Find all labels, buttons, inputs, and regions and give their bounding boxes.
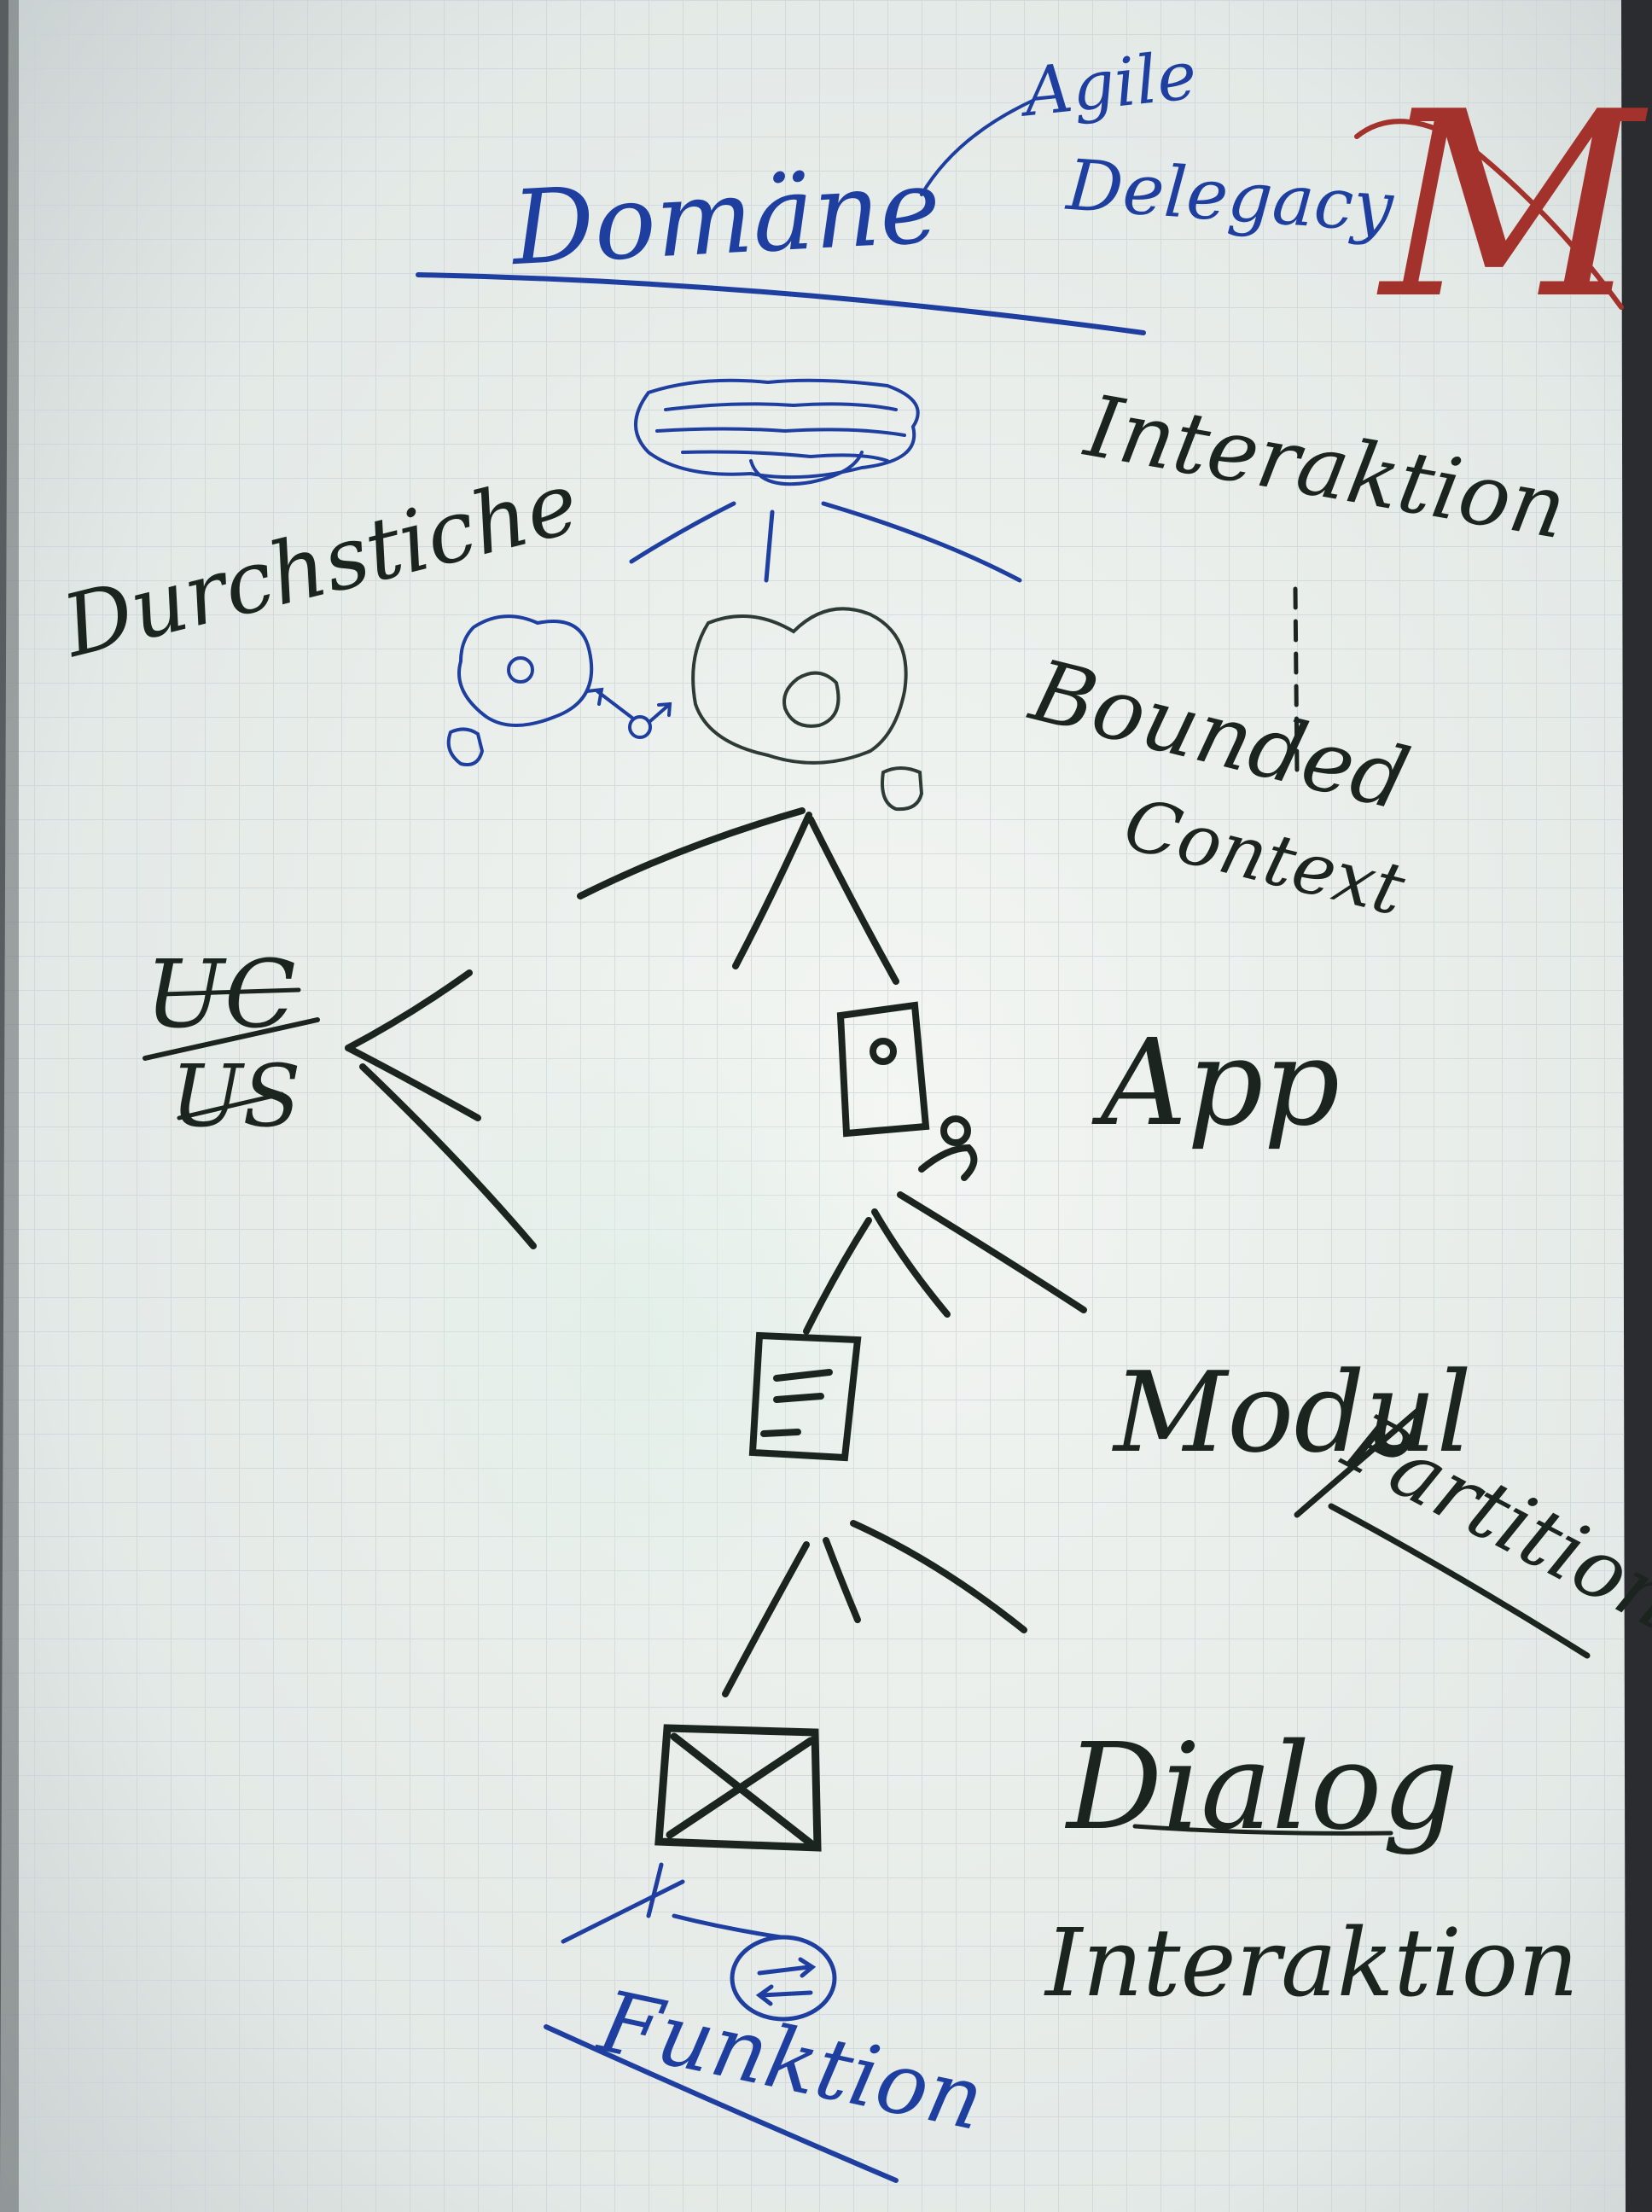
label-app: App xyxy=(1101,1014,1341,1153)
logo-m: M xyxy=(1381,57,1643,355)
domain-cloud xyxy=(634,378,920,486)
label-us: US xyxy=(171,1046,301,1146)
app-branches xyxy=(803,1191,1087,1335)
title-domaene: Domäne xyxy=(509,147,944,289)
small-bounded-context xyxy=(446,614,672,766)
uc-us-arrow xyxy=(143,969,537,1249)
interaction-dashed-connector xyxy=(1293,586,1300,775)
label-interaktion-bottom: Interaktion xyxy=(1045,1908,1579,2017)
light-glare xyxy=(256,768,1109,1792)
label-uc: UC xyxy=(145,940,296,1049)
bounded-context-blob xyxy=(691,607,924,812)
dialog-icon xyxy=(654,1724,822,1852)
modul-icon xyxy=(748,1331,862,1462)
interaktion-icon xyxy=(561,1862,837,2022)
title-underline xyxy=(416,272,1146,335)
dialog-underline xyxy=(1132,1824,1393,1836)
app-icon xyxy=(836,1001,978,1181)
modul-branches xyxy=(722,1520,1027,1697)
label-modul: Modul xyxy=(1114,1348,1472,1477)
funktion-strikethrough xyxy=(544,2024,899,2183)
paper-left-shadow xyxy=(0,0,19,2212)
domain-branches xyxy=(629,501,1022,583)
label-dialog: Dialog xyxy=(1067,1718,1459,1857)
logo-swoosh xyxy=(1354,119,1624,310)
bounded-context-branches xyxy=(577,807,899,985)
partition-strikethrough xyxy=(1294,1405,1591,1659)
title-agile-connector xyxy=(920,99,1034,196)
annotation-agile: Agile xyxy=(1020,37,1201,132)
